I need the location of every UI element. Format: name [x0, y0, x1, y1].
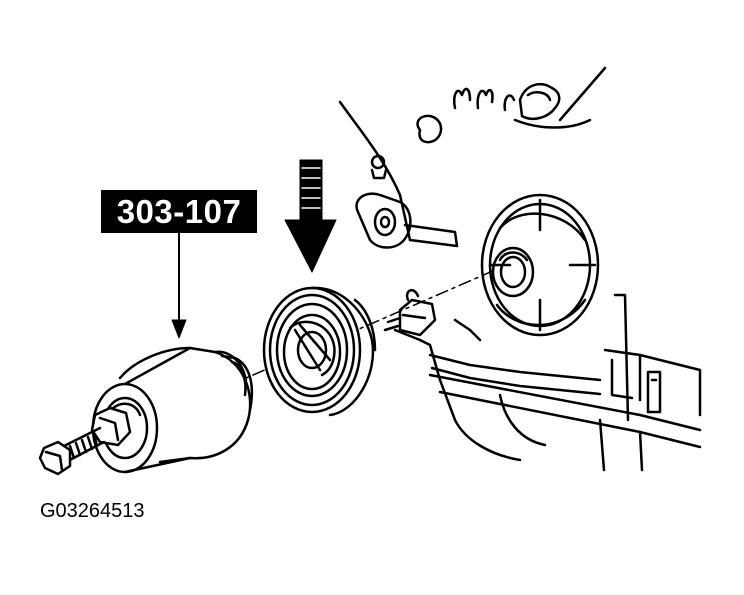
installation-arrow-icon — [285, 160, 336, 272]
callout-arrow-icon — [172, 233, 186, 338]
tool-number-text: 303-107 — [116, 192, 242, 230]
tool-number-label: 303-107 — [101, 190, 257, 233]
figure-id: G03264513 — [40, 500, 145, 522]
crankshaft-pulley — [264, 288, 375, 415]
engine-front — [230, 68, 700, 470]
pulley-installer-tool — [40, 348, 252, 474]
